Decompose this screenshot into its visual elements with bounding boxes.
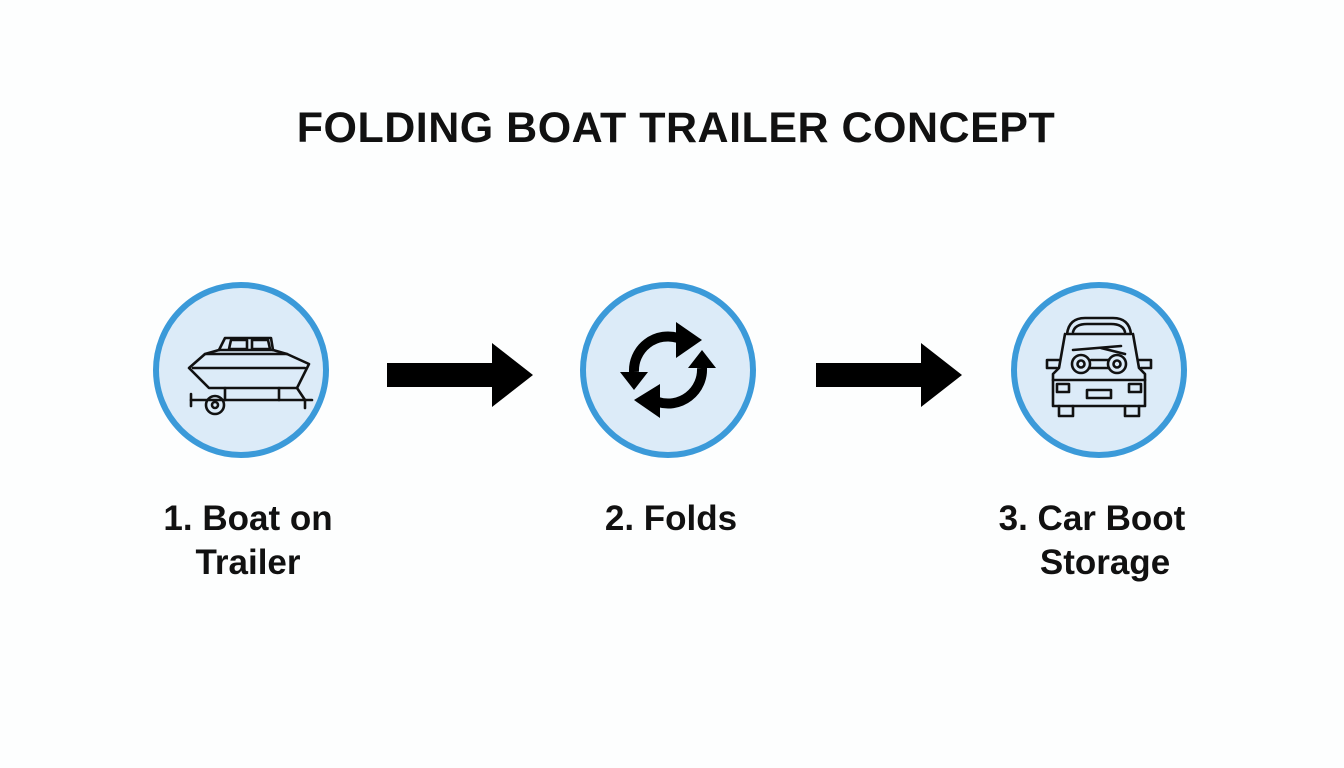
step-1-label: 1. Boat on Trailer bbox=[98, 497, 398, 585]
refresh-cycle-icon bbox=[620, 322, 716, 418]
boat-on-trailer-icon bbox=[187, 336, 314, 416]
right-arrow-icon bbox=[387, 343, 533, 407]
connector-arrow-2 bbox=[814, 343, 964, 407]
right-arrow-icon bbox=[816, 343, 962, 407]
step-3-label: 3. Car Boot Storage bbox=[942, 497, 1242, 585]
step-1-circle bbox=[153, 282, 329, 458]
page-title: FOLDING BOAT TRAILER CONCEPT bbox=[296, 104, 1056, 152]
step-2-circle bbox=[580, 282, 756, 458]
step-3-circle bbox=[1011, 282, 1187, 458]
step-1-label-line1: 1. Boat on bbox=[163, 499, 333, 538]
step-2-label: 2. Folds bbox=[521, 497, 821, 541]
step-3-label-line2: Storage bbox=[1039, 543, 1171, 582]
car-boot-open-icon bbox=[1045, 316, 1153, 418]
step-3-label-line1: 3. Car Boot bbox=[998, 499, 1186, 538]
connector-arrow-1 bbox=[385, 343, 535, 407]
step-1-label-line2: Trailer bbox=[195, 543, 301, 582]
step-2-label-line1: 2. Folds bbox=[604, 499, 738, 538]
